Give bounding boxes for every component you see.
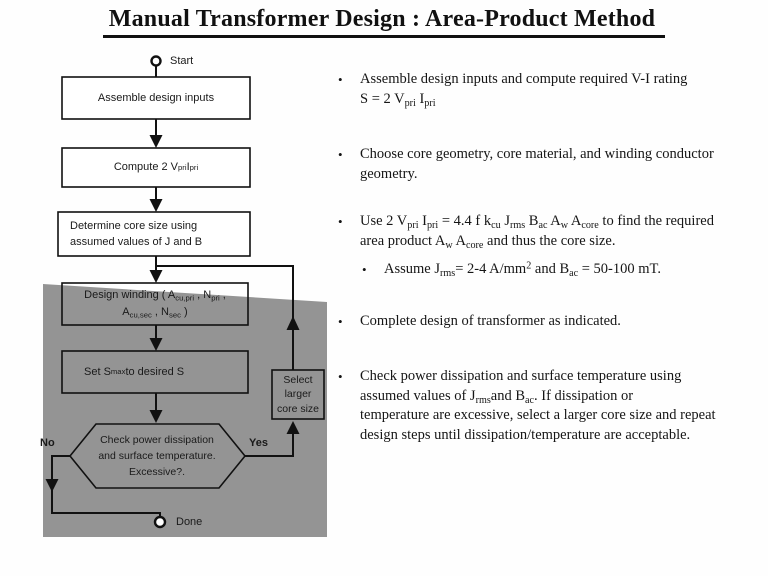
arrowhead-into-select-box (286, 421, 300, 434)
bullet-line: design steps until dissipation/temperatu… (360, 426, 691, 443)
box-determine-core-line1: Determine core size using (70, 219, 198, 232)
start-label: Start (170, 55, 194, 67)
bullet-line: Assume Jrms= 2-4 A/mm2 and Bac = 50-100 … (384, 260, 661, 280)
select-label-line2: larger (284, 388, 312, 401)
bullet-line: Assemble design inputs and compute requi… (360, 71, 688, 87)
bullet-item-complete-design: • Complete design of transformer as indi… (338, 312, 768, 332)
bullet-line: Check power dissipation and surface temp… (360, 368, 682, 384)
done-label: Done (176, 516, 203, 528)
box-design-winding-line1: Design winding ( Acu,pri , Npri , (84, 289, 226, 303)
start-terminal (150, 55, 162, 67)
no-branch-label: No (40, 437, 55, 449)
bullet-line: geometry. (360, 165, 418, 182)
bullet-line: S = 2 Vpri Ipri (360, 90, 436, 109)
bullet-dot: • (362, 262, 367, 277)
box-determine-core-line2: assumed values of J and B (70, 236, 203, 248)
select-label-line3: core size (276, 402, 319, 415)
arrowhead-into-set-smax (149, 338, 163, 351)
box-select-larger-core-label: Select larger core size (272, 370, 324, 419)
box-design-winding-line2: Acu,sec , Nsec ) (122, 306, 188, 320)
box-select-larger-core (271, 369, 325, 420)
yes-branch-label: Yes (249, 437, 268, 449)
page-title: Manual Transformer Design : Area-Product… (0, 6, 768, 38)
bullet-item-assume-values: • Assume Jrms= 2-4 A/mm2 and Bac = 50-10… (338, 260, 768, 280)
gray-overlay-region (43, 284, 327, 537)
hex-label-line1: Check power dissipation (100, 434, 214, 446)
no-path-line (51, 455, 161, 516)
hex-label-line3: Excessive?. (128, 466, 186, 478)
arrowhead-into-determine (149, 199, 163, 212)
done-terminal (153, 515, 167, 529)
bullet-dot: • (338, 313, 343, 329)
bullet-line: temperature are excessive, select a larg… (360, 407, 716, 423)
bullet-item-area-product: • Use 2 Vpri Ipri = 4.4 f kcu Jrms Bac A… (338, 212, 768, 251)
bullet-item-choose-core: • Choose core geometry, core material, a… (338, 145, 768, 184)
hex-label-line2: and surface temperature. (98, 450, 216, 462)
bullet-line: assumed values of Jrmsand Bac. If dissip… (360, 387, 634, 406)
box-determine-core-label: Determine core size using assumed values… (70, 212, 250, 256)
arrowhead-into-design-winding (149, 270, 163, 283)
bullet-item-assemble: • Assemble design inputs and compute req… (338, 70, 768, 109)
bullet-dot: • (338, 72, 343, 87)
arrowhead-no-down (45, 479, 59, 492)
arrowhead-into-decision (149, 410, 163, 423)
bullet-dot: • (338, 214, 343, 229)
bullet-line: area product Aw Acore and thus the core … (360, 232, 616, 251)
bullet-line: Choose core geometry, core material, and… (360, 146, 714, 162)
bullet-line: Use 2 Vpri Ipri = 4.4 f kcu Jrms Bac Aw … (360, 213, 714, 232)
bullet-line: Complete design of transformer as indica… (360, 312, 621, 329)
box-assemble-inputs (61, 76, 251, 120)
box-determine-core (57, 211, 251, 257)
bullet-dot: • (338, 147, 343, 162)
select-label-line1: Select (283, 373, 313, 386)
box-assemble-inputs-label: Assemble design inputs (97, 91, 215, 104)
bullet-dot: • (338, 369, 343, 384)
bullet-item-check-dissipation: • Check power dissipation and surface te… (338, 367, 768, 445)
bullet-list: • Assemble design inputs and compute req… (338, 70, 768, 445)
box-design-winding-label: Design winding ( Acu,pri , Npri , Acu,se… (62, 283, 248, 325)
feedback-line (156, 265, 294, 370)
page-title-text: Manual Transformer Design : Area-Product… (102, 6, 666, 38)
arrowhead-feedback-up (286, 316, 300, 330)
arrowhead-into-compute (149, 135, 163, 148)
decision-hexagon-label: Check power dissipation and surface temp… (86, 430, 228, 482)
